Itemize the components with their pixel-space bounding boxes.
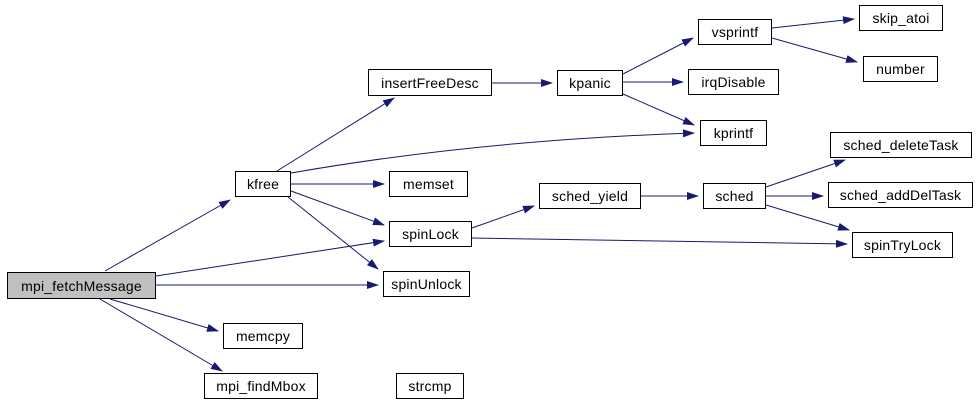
edge-spinLock-to-spinTryLock [471,237,848,248]
node-skip_atoi[interactable]: skip_atoi [859,5,943,31]
node-sched_addDelTask[interactable]: sched_addDelTask [828,182,973,208]
node-strcmp[interactable]: strcmp [396,373,464,399]
node-kfree[interactable]: kfree [235,171,291,197]
node-mpi_findMbox[interactable]: mpi_findMbox [204,373,318,399]
edge-mpi_fetchMessage-to-mpi_findMbox [99,298,223,372]
edge-mpi_fetchMessage-to-kfree [104,199,231,272]
node-sched_deleteTask[interactable]: sched_deleteTask [830,132,972,158]
node-sched[interactable]: sched [703,183,766,209]
edge-mpi_fetchMessage-to-memcpy [109,298,219,332]
edge-sched-to-spinTryLock [765,204,850,231]
edge-mpi_fetchMessage-to-spinLock [155,238,385,277]
edge-vsprintf-to-skip_atoi [771,16,855,29]
node-spinLock[interactable]: spinLock [389,221,472,247]
node-memcpy[interactable]: memcpy [223,323,303,349]
edge-kfree-to-kprintf [290,129,695,174]
node-vsprintf[interactable]: vsprintf [698,19,772,45]
node-memset[interactable]: memset [389,171,468,197]
node-insertFreeDesc[interactable]: insertFreeDesc [368,69,492,96]
node-sched_yield[interactable]: sched_yield [539,183,641,209]
node-kprintf[interactable]: kprintf [700,120,767,146]
edge-kfree-to-insertFreeDesc [276,97,395,172]
node-spinTryLock[interactable]: spinTryLock [852,232,953,258]
node-kpanic[interactable]: kpanic [557,70,623,96]
node-irqDisable[interactable]: irqDisable [688,69,779,95]
edge-group [99,16,858,372]
node-mpi_fetchMessage[interactable]: mpi_fetchMessage [7,272,156,299]
edge-kpanic-to-vsprintf [622,37,694,75]
node-number[interactable]: number [863,56,938,82]
edge-kfree-to-spinUnlock [287,196,379,270]
edge-kfree-to-spinLock [290,190,385,226]
edge-spinLock-to-sched_yield [471,205,535,229]
edge-vsprintf-to-number [771,37,858,63]
node-spinUnlock[interactable]: spinUnlock [383,271,470,297]
edge-kpanic-to-kprintf [622,93,695,126]
edge-sched-to-sched_deleteTask [765,159,846,188]
